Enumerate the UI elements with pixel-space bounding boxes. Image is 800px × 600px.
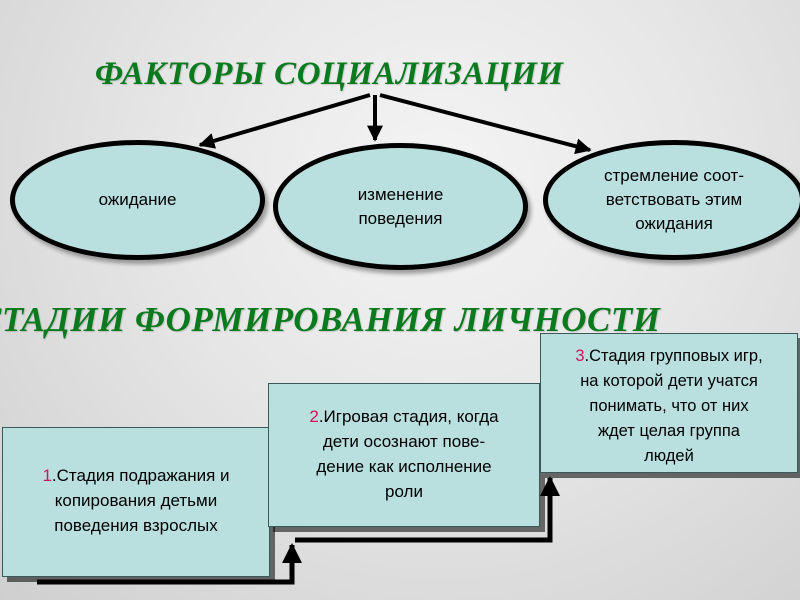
factor-arrows [198, 93, 592, 155]
stage-1-number: 1 [42, 466, 52, 485]
factor-conform-expectation-label: стремление соот- ветствовать этим ожидан… [604, 166, 744, 233]
stair-arrow-2 [295, 476, 560, 543]
factor-expectation-label: ожидание [98, 190, 177, 209]
stage-2-number: 2 [309, 407, 319, 426]
factor-behavior-change-label: изменение поведения [357, 184, 444, 228]
arrow-to-conform [379, 93, 592, 155]
factor-conform-expectation: стремление соот- ветствовать этим ожидан… [543, 140, 800, 260]
stage-2-box: 2.Игровая стадия, когда дети осознают по… [268, 383, 540, 527]
factor-behavior-change: изменение поведения [273, 143, 528, 270]
stair-arrow-1 [37, 543, 302, 585]
factors-title: ФАКТОРЫ СОЦИАЛИЗАЦИИ [95, 56, 564, 92]
arrow-to-expectation [198, 93, 371, 149]
factor-expectation: ожидание [10, 140, 265, 260]
stage-1-box: 1.Стадия подражания и копирования детьми… [2, 427, 270, 577]
stair-arrows [37, 476, 560, 585]
stages-title: СТАДИИ ФОРМИРОВАНИЯ ЛИЧНОСТИ [0, 300, 661, 339]
stage-3-box: 3.Стадия групповых игр, на которой дети … [540, 333, 798, 473]
stage-3-number: 3 [575, 347, 585, 365]
